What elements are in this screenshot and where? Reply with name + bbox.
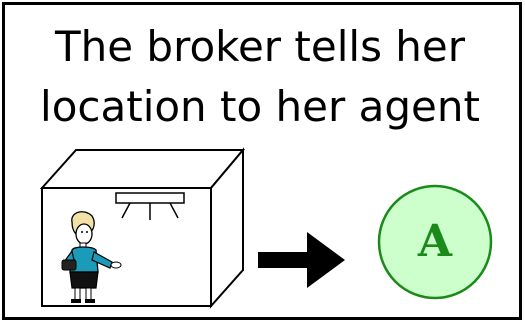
- agent-letter: A: [417, 216, 453, 267]
- room-box: [39, 147, 246, 309]
- room-top-face: [39, 149, 246, 189]
- right-arrow-icon: [258, 232, 345, 288]
- agent-circle: [377, 184, 493, 300]
- broker-person-icon: [61, 211, 122, 303]
- caption-line-2: location to her agent: [40, 82, 480, 131]
- caption-line-1: The broker tells her: [54, 22, 466, 71]
- ceiling-light-icon: [115, 192, 185, 220]
- room-front-face: [41, 187, 212, 307]
